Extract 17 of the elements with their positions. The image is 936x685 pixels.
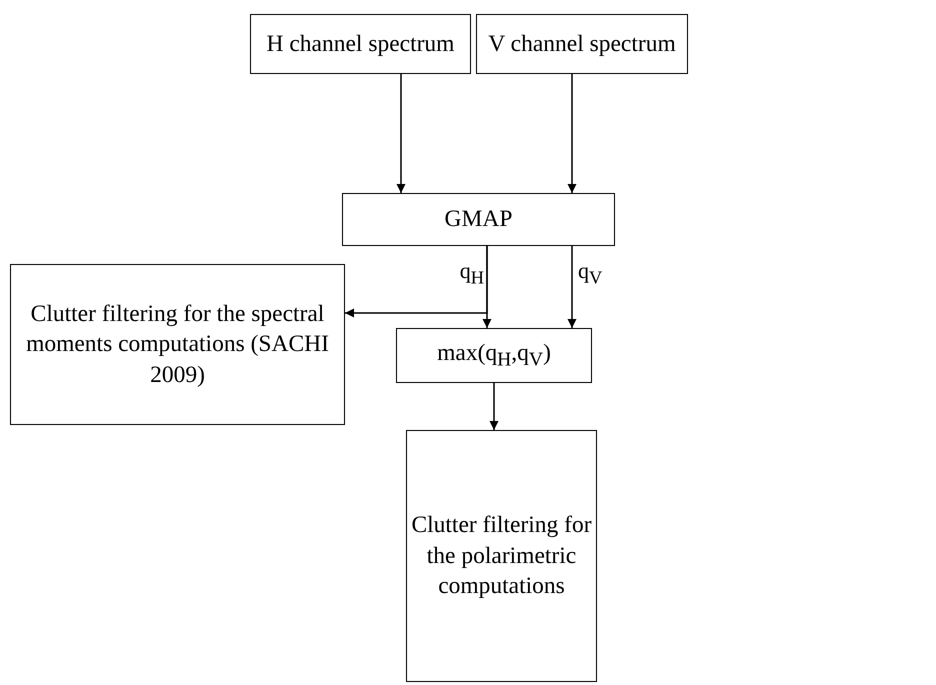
box-text: V channel spectrum bbox=[488, 30, 676, 59]
process-box bbox=[396, 328, 592, 383]
process-box bbox=[342, 193, 615, 246]
box-text: Clutter filtering for the spectral moments computations (SACHI 2009) bbox=[25, 300, 330, 390]
arrow bbox=[568, 74, 576, 193]
arrow bbox=[396, 74, 406, 193]
box-text: H channel spectrum bbox=[266, 30, 454, 59]
process-box bbox=[476, 14, 688, 74]
process-box bbox=[406, 430, 597, 682]
process-box bbox=[250, 14, 471, 74]
box-text: Clutter filtering for the polarimetric computations bbox=[410, 511, 593, 602]
box-text: GMAP bbox=[444, 205, 512, 234]
arrow bbox=[568, 246, 576, 328]
box-text: max(q$_{H}$,q$_{V}$) bbox=[437, 338, 551, 373]
arrow bbox=[345, 246, 488, 318]
arrow bbox=[490, 383, 498, 430]
process-box bbox=[10, 264, 345, 425]
